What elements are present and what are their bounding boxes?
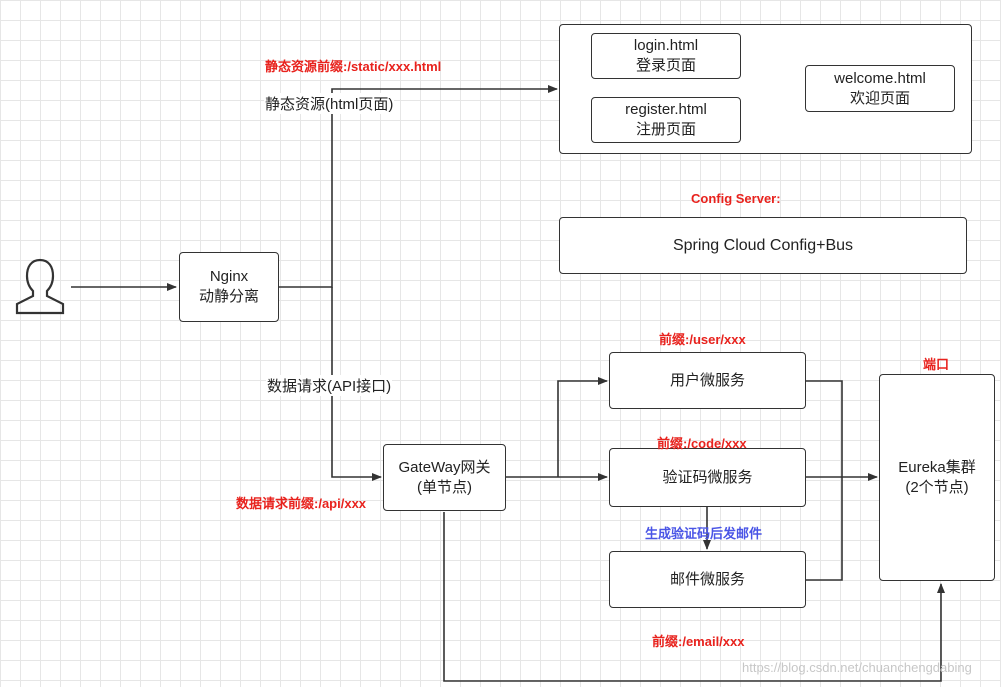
nginx-node-title: Nginx bbox=[209, 268, 249, 285]
watermark-text: https://blog.csdn.net/chuanchengdabing bbox=[742, 660, 972, 675]
edge-gateway-user bbox=[557, 377, 608, 477]
login-node-subtitle: 登录页面 bbox=[635, 57, 696, 74]
gateway-node: GateWay网关 (单节点) bbox=[383, 444, 506, 511]
edge-nginx-static bbox=[279, 85, 558, 288]
user-service-title: 用户微服务 bbox=[669, 371, 745, 389]
eureka-node-subtitle: (2个节点) bbox=[905, 478, 969, 496]
config-server-node: Spring Cloud Config+Bus bbox=[559, 217, 967, 274]
email-service-node: 邮件微服务 bbox=[609, 551, 806, 608]
welcome-node-subtitle: 欢迎页面 bbox=[849, 89, 910, 107]
config-server-label: Config Server: bbox=[691, 191, 781, 206]
data-request-label: 数据请求(API接口) bbox=[266, 375, 393, 396]
static-prefix-label: 静态资源前缀:/static/xxx.html bbox=[265, 59, 442, 74]
edge-nginx-gateway bbox=[331, 287, 382, 481]
email-prefix-label: 前缀:/email/xxx bbox=[652, 634, 745, 649]
nginx-node: Nginx 动静分离 bbox=[179, 252, 279, 322]
code-service-node: 验证码微服务 bbox=[609, 448, 806, 507]
register-node-title: register.html bbox=[625, 101, 707, 118]
code-prefix-label: 前缀:/code/xxx bbox=[657, 436, 747, 451]
welcome-node-title: welcome.html bbox=[834, 69, 926, 87]
edge-user-eureka bbox=[806, 380, 843, 581]
gen-code-email-label: 生成验证码后发邮件 bbox=[645, 526, 763, 541]
user-silhouette-icon bbox=[15, 258, 65, 315]
edge-gateway-eureka bbox=[443, 512, 945, 682]
eureka-cluster-node: Eureka集群 (2个节点) bbox=[879, 374, 995, 581]
login-node-title: login.html bbox=[633, 37, 699, 54]
register-page-node: register.html 注册页面 bbox=[591, 97, 741, 143]
code-service-title: 验证码微服务 bbox=[662, 468, 753, 486]
static-resource-label: 静态资源(html页面) bbox=[264, 93, 395, 114]
user-service-node: 用户微服务 bbox=[609, 352, 806, 409]
email-service-title: 邮件微服务 bbox=[669, 570, 745, 588]
nginx-node-subtitle: 动静分离 bbox=[198, 288, 259, 305]
welcome-page-node: welcome.html 欢迎页面 bbox=[805, 65, 955, 112]
user-prefix-label: 前缀:/user/xxx bbox=[659, 332, 746, 347]
login-page-node: login.html 登录页面 bbox=[591, 33, 741, 79]
api-prefix-label: 数据请求前缀:/api/xxx bbox=[236, 496, 367, 511]
eureka-node-title: Eureka集群 bbox=[898, 458, 976, 476]
gateway-node-subtitle: (单节点) bbox=[417, 478, 472, 496]
gateway-node-title: GateWay网关 bbox=[398, 458, 491, 476]
port-label: 端口 bbox=[923, 357, 950, 372]
config-node-title: Spring Cloud Config+Bus bbox=[672, 236, 854, 254]
register-node-subtitle: 注册页面 bbox=[635, 121, 696, 138]
